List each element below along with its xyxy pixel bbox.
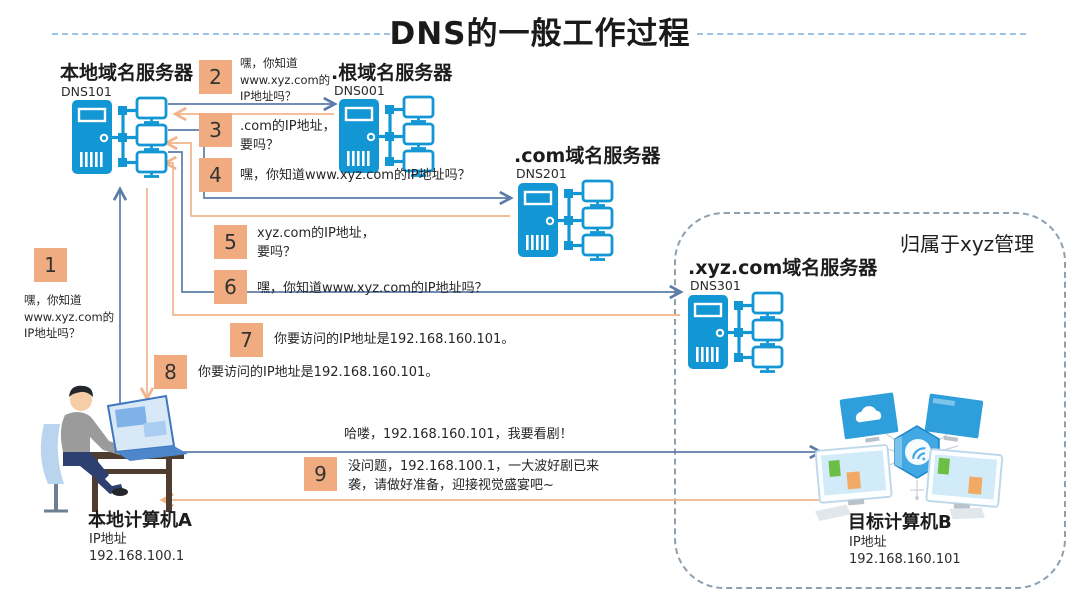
target-computer-ip-label: IP地址: [849, 535, 887, 550]
root-dns-name: .根域名服务器: [331, 62, 453, 84]
local-dns-name: 本地域名服务器: [60, 62, 194, 84]
arrow-step7: [166, 163, 680, 316]
local-dns-server-icon: [70, 96, 175, 180]
step-badge-2: 2: [199, 60, 232, 94]
person-at-desk-icon: [32, 382, 192, 517]
step-text-5: xyz.com的IP地址， 要吗？: [257, 226, 375, 260]
root-dns-host: DNS001: [334, 83, 385, 98]
step-text-9: 没问题，192.168.100.1，一大波好剧已来 袭，请做好准备，迎接视觉盛宴…: [348, 459, 600, 493]
target-computer-name: 目标计算机B: [848, 512, 952, 533]
request-message-text: 哈喽，192.168.160.101，我要看剧！: [344, 427, 573, 442]
page-title: DNS的一般工作过程: [389, 16, 691, 52]
step-badge-1: 1: [34, 248, 67, 282]
com-dns-host: DNS201: [516, 166, 567, 181]
target-computer-ip: 192.168.160.101: [849, 552, 961, 567]
xyz-zone-label: 归属于xyz管理: [900, 232, 1035, 256]
local-dns-host: DNS101: [61, 84, 112, 99]
com-dns-name: .com域名服务器: [514, 145, 661, 167]
step-text-4: 嘿，你知道www.xyz.com的IP地址吗？: [240, 168, 471, 183]
step-badge-3: 3: [199, 113, 232, 147]
step-text-7: 你要访问的IP地址是192.168.160.101。: [274, 332, 515, 347]
xyz-dns-server-icon: [686, 291, 791, 375]
local-computer-ip: 192.168.100.1: [89, 549, 185, 564]
arrow-step5: [167, 143, 510, 217]
step-text-8: 你要访问的IP地址是192.168.160.101。: [198, 365, 439, 380]
xyz-dns-name: .xyz.com域名服务器: [688, 257, 878, 279]
step-text-2: 嘿，你知道 www.xyz.com的 IP地址吗？: [240, 56, 331, 104]
arrow-step6: [168, 151, 680, 292]
step-badge-4: 4: [199, 158, 232, 192]
step-badge-6: 6: [214, 270, 247, 304]
com-dns-server-icon: [516, 179, 621, 263]
step-badge-8: 8: [154, 355, 187, 389]
step-badge-7: 7: [230, 323, 263, 357]
local-computer-ip-label: IP地址: [89, 532, 127, 547]
title-dash-right: [697, 33, 1026, 35]
step-badge-9: 9: [304, 457, 337, 491]
networked-devices-icon: [806, 386, 1006, 521]
step-text-3: .com的IP地址， 要吗？: [240, 119, 336, 153]
root-dns-server-icon: [337, 95, 442, 179]
xyz-dns-host: DNS301: [690, 278, 741, 293]
step-badge-5: 5: [214, 225, 247, 259]
step-text-1: 嘿，你知道 www.xyz.com的 IP地址吗？: [24, 293, 115, 341]
xyz-zone-box: [674, 212, 1066, 589]
local-computer-name: 本地计算机A: [88, 510, 192, 531]
title-dash-left: [52, 33, 390, 35]
step-text-6: 嘿，你知道www.xyz.com的IP地址吗？: [257, 281, 488, 296]
